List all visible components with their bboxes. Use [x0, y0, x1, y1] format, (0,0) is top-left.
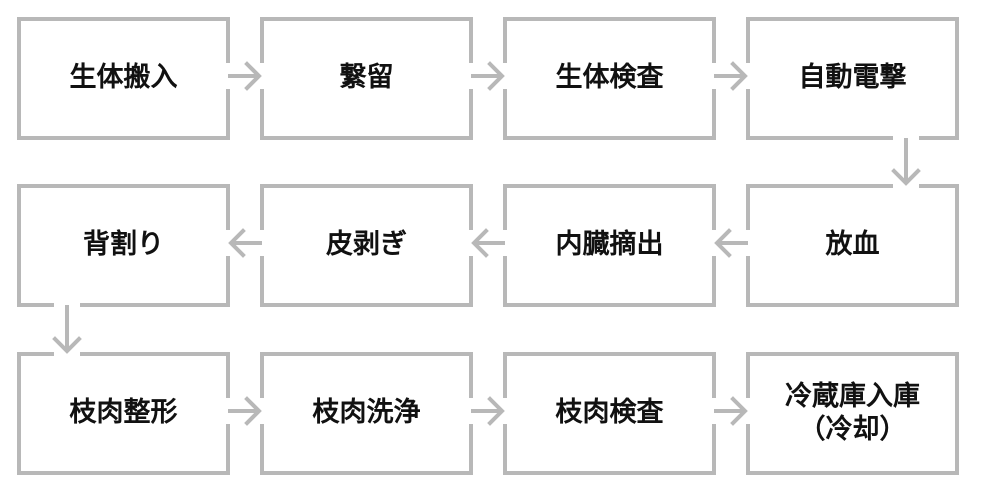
step-label: 生体検査: [555, 62, 664, 94]
step-label: 背割り: [83, 229, 164, 261]
step-label: 皮剥ぎ: [326, 229, 407, 261]
arrow-down-icon: [52, 305, 82, 354]
step-label: 生体搬入: [69, 62, 178, 94]
arrow-left-icon: [228, 228, 262, 258]
step-label: 枝肉整形: [69, 397, 178, 429]
step-label: 内臓摘出: [555, 229, 664, 261]
arrow-right-icon: [471, 61, 505, 91]
step-label: 放血: [825, 229, 880, 261]
step-label: 枝肉検査: [555, 397, 664, 429]
step-label: 枝肉洗浄: [312, 397, 421, 429]
step-box-holding: 繋留: [260, 17, 473, 140]
step-label: 冷蔵庫入庫 （冷却）: [785, 381, 920, 445]
arrow-right-icon: [228, 61, 262, 91]
step-label: 自動電撃: [798, 62, 907, 94]
arrow-right-icon: [714, 61, 748, 91]
arrow-left-icon: [471, 228, 505, 258]
arrow-right-icon: [471, 396, 505, 426]
arrow-down-icon: [891, 138, 921, 186]
step-box-evisceration: 内臓摘出: [503, 184, 716, 307]
arrow-right-icon: [228, 396, 262, 426]
step-label: 繋留: [339, 62, 394, 94]
arrow-right-icon: [714, 396, 748, 426]
step-box-splitting: 背割り: [17, 184, 230, 307]
arrow-left-icon: [714, 228, 748, 258]
